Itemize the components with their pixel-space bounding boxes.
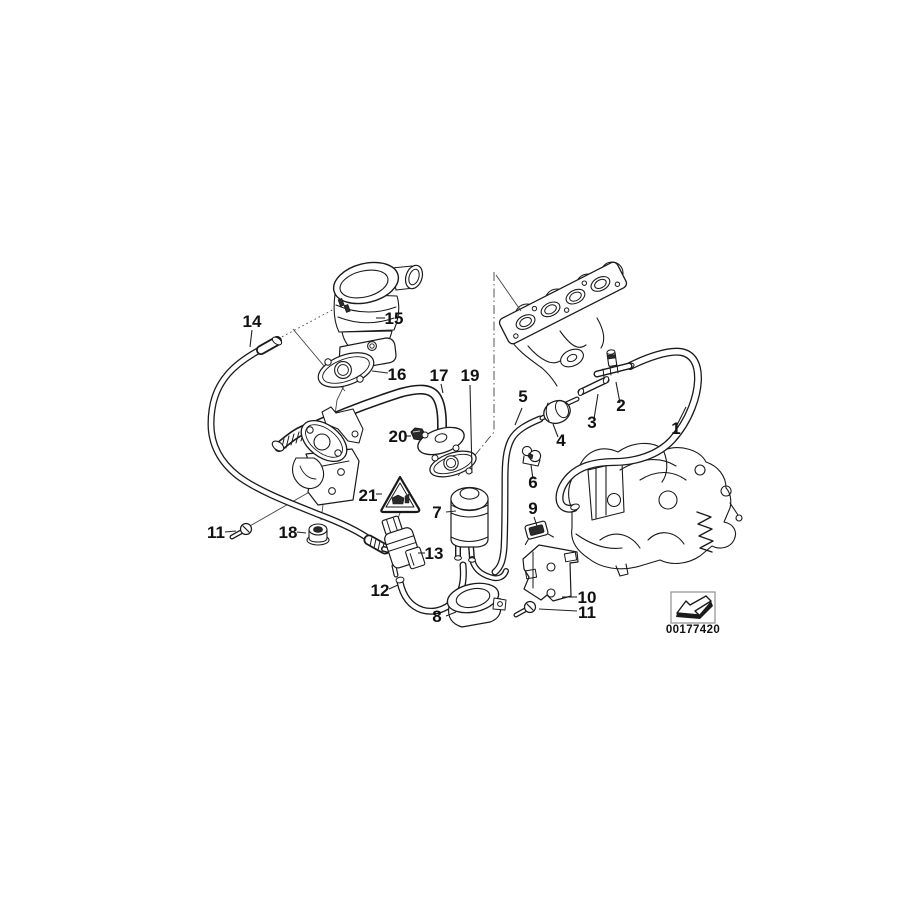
air-valve — [332, 261, 424, 371]
hose-12 — [395, 565, 464, 611]
callout-18: 18 — [279, 523, 298, 542]
callout-6-leader — [530, 464, 534, 480]
callout-14: 14 — [243, 312, 262, 331]
callout-7: 7 — [432, 503, 441, 522]
callout-20: 20 — [389, 427, 408, 446]
callout-10: 10 — [578, 588, 597, 607]
connecting-pipe — [577, 376, 610, 396]
callout-3: 3 — [587, 413, 596, 432]
callout-13: 13 — [425, 544, 444, 563]
holder-clamp — [446, 582, 507, 628]
check-valve — [539, 396, 580, 425]
callout-8-leader — [445, 611, 457, 617]
pressure-pipe — [271, 390, 465, 456]
callout-18-leader — [296, 531, 307, 534]
bracket — [522, 544, 579, 602]
callout-15: 15 — [385, 309, 404, 328]
warning-triangle-icon — [380, 475, 421, 514]
callout-16: 16 — [388, 365, 407, 384]
callout-6: 6 — [528, 473, 537, 492]
callout-5-leader — [514, 407, 523, 426]
grommet — [306, 523, 330, 546]
callout-11-leader — [538, 608, 578, 612]
callout-16-leader — [371, 370, 389, 374]
callout-3-leader — [593, 393, 599, 420]
callout-2: 2 — [616, 396, 625, 415]
callout-19-leader — [469, 384, 473, 474]
callout-9-leader — [533, 516, 538, 527]
callout-1-leader — [676, 406, 687, 426]
callout-4-leader — [552, 423, 559, 438]
hose-5 — [495, 419, 540, 572]
callout-14-leader — [249, 329, 253, 348]
callout-12: 12 — [371, 581, 390, 600]
callout-7-leader — [445, 510, 457, 513]
valve-assembly — [291, 406, 364, 506]
callout-2-leader — [615, 381, 621, 404]
callout-12-leader — [388, 584, 399, 590]
clip-9 — [524, 520, 554, 546]
gasket-16 — [317, 352, 375, 388]
exhaust-manifold — [498, 261, 628, 387]
screw-left — [229, 522, 253, 540]
callout-11-leader — [224, 530, 237, 533]
diagram-id: 00177420 — [666, 624, 720, 636]
clip-6 — [521, 445, 542, 467]
direction-arrow-icon — [676, 595, 713, 619]
t-connector — [593, 349, 633, 378]
callout-4: 4 — [556, 431, 566, 450]
solenoid-valve — [381, 515, 426, 578]
gasket-19 — [429, 450, 477, 478]
callout-19: 19 — [461, 366, 480, 385]
diagram-id-box: 00177420 — [666, 591, 720, 636]
callout-1: 1 — [671, 419, 680, 438]
callout-17: 17 — [430, 366, 449, 385]
callout-21: 21 — [359, 486, 378, 505]
callout-5: 5 — [518, 387, 527, 406]
intake-manifold — [568, 442, 743, 577]
screw-bottom — [513, 600, 537, 618]
callout-9: 9 — [528, 499, 537, 518]
vacuum-reservoir — [450, 486, 506, 579]
callout-17-leader — [440, 383, 444, 394]
callout-11: 11 — [578, 603, 596, 622]
callout-11: 11 — [207, 523, 225, 542]
callout-8: 8 — [432, 607, 441, 626]
